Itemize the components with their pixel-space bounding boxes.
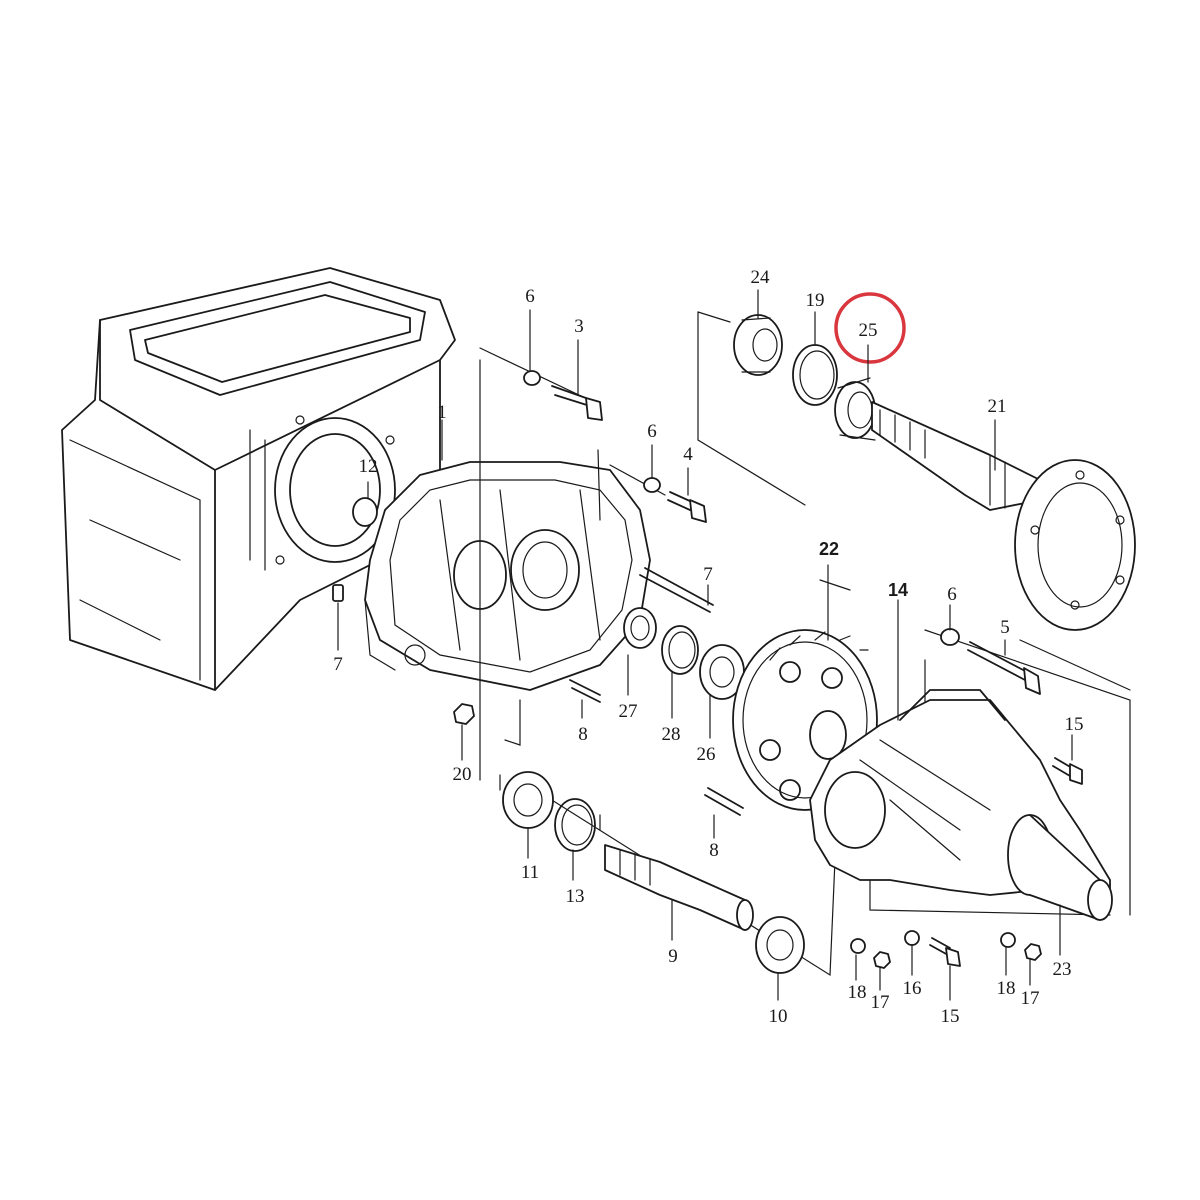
- callout-6a: 6: [525, 286, 535, 307]
- part-18-washer-b: [1000, 932, 1016, 948]
- part-5-bolt: [967, 641, 1041, 695]
- callout-20: 20: [453, 764, 472, 785]
- callout-18a: 18: [848, 982, 867, 1003]
- callout-14: 14: [888, 580, 908, 600]
- callout-9: 9: [668, 946, 678, 967]
- callout-18b: 18: [997, 978, 1016, 999]
- assembly-frame-lines: [479, 311, 1131, 977]
- callout-1: 1: [437, 402, 447, 423]
- part-27-bearing: [623, 607, 657, 649]
- part-10-bearing: [755, 916, 805, 974]
- callout-17a: 17: [871, 992, 890, 1013]
- part-8-stud-b: [704, 787, 744, 816]
- callout-16: 16: [903, 978, 922, 999]
- highlight-circle-part-25: [834, 292, 906, 364]
- part-25-bearing: [834, 377, 876, 441]
- part-16-washer: [904, 930, 920, 946]
- callout-17b: 17: [1021, 988, 1040, 1009]
- part-6-washer-b: [643, 477, 661, 493]
- callout-7b: 7: [333, 654, 343, 675]
- part-7-pin-a: [639, 567, 714, 613]
- callout-11: 11: [521, 862, 539, 883]
- callout-labels: 6 3 6 4 24 19 25 21 1 12 7 7 22 14 6 5 1…: [333, 267, 1083, 1027]
- part-8-stud-a: [569, 679, 601, 703]
- part-7-pin-b: [332, 584, 344, 602]
- callout-8b: 8: [709, 840, 719, 861]
- part-4-bolt: [667, 491, 707, 523]
- part-1-intermediate-housing: [364, 461, 651, 691]
- callout-8a: 8: [578, 724, 588, 745]
- part-24-bearing: [733, 314, 783, 376]
- callout-21: 21: [988, 396, 1007, 417]
- callout-25: 25: [859, 320, 878, 341]
- part-21-output-shaft: [871, 401, 1136, 631]
- callout-15b: 15: [941, 1006, 960, 1027]
- part-28-ring: [661, 625, 699, 675]
- part-3-bolt: [551, 385, 603, 421]
- callout-leaders: [337, 289, 1073, 1001]
- callout-22: 22: [819, 539, 839, 559]
- part-6-washer-a: [523, 370, 541, 386]
- callout-24: 24: [751, 267, 771, 288]
- callout-26: 26: [697, 744, 716, 765]
- callout-28: 28: [662, 724, 681, 745]
- part-9-shaft: [604, 844, 754, 931]
- callout-27: 27: [619, 701, 638, 722]
- callout-12: 12: [359, 456, 378, 477]
- part-11-bearing: [502, 771, 554, 829]
- part-17-nut-a: [873, 951, 891, 969]
- part-13-ring: [554, 798, 596, 852]
- callout-6c: 6: [947, 584, 957, 605]
- part-20-nut: [453, 703, 475, 725]
- callout-23: 23: [1053, 959, 1072, 980]
- callout-7a: 7: [703, 564, 713, 585]
- callout-15a: 15: [1065, 714, 1084, 735]
- part-17-nut-b: [1024, 943, 1042, 961]
- part-15-bolt-b: [929, 937, 961, 967]
- callout-3: 3: [574, 316, 584, 337]
- part-23-differential-case: [809, 689, 1113, 921]
- part-15-bolt-a: [1052, 757, 1083, 785]
- transmission-housing: [61, 267, 456, 691]
- callout-13: 13: [566, 886, 585, 907]
- part-18-washer-a: [850, 938, 866, 954]
- callout-10: 10: [769, 1006, 788, 1027]
- callout-5: 5: [1000, 617, 1010, 638]
- callout-6b: 6: [647, 421, 657, 442]
- part-12-seal: [352, 497, 378, 527]
- callout-4: 4: [683, 444, 693, 465]
- part-6-washer-c: [940, 628, 960, 646]
- callout-19: 19: [806, 290, 825, 311]
- part-19-snap-ring: [792, 344, 838, 406]
